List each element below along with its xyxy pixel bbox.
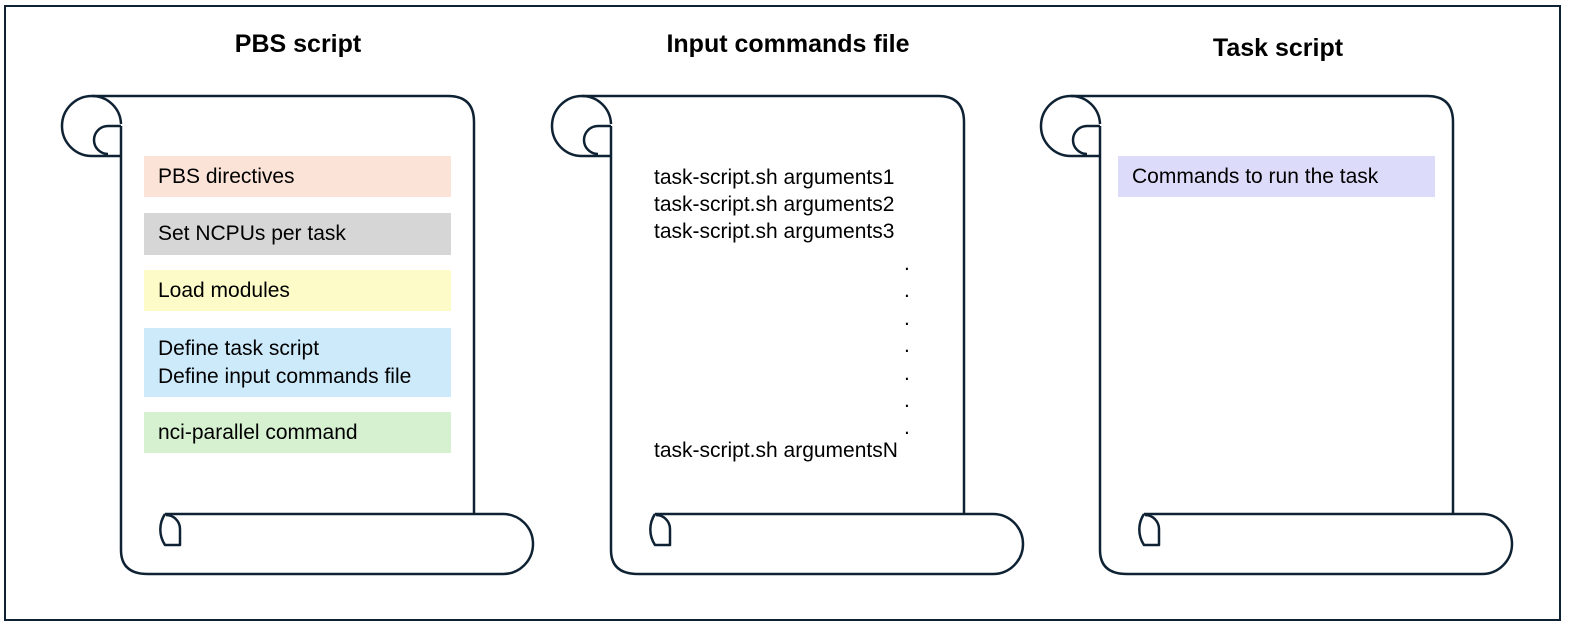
scroll-outline — [609, 126, 1025, 576]
input-line-last: task-script.sh argumentsN — [654, 439, 898, 462]
scroll-outline — [60, 94, 121, 158]
task-commands-label: Commands to run the task — [1132, 164, 1379, 188]
nci-parallel-box: nci-parallel command — [144, 412, 451, 453]
define-input-commands-label: Define input commands file — [158, 364, 412, 388]
ellipsis-dot: . — [904, 279, 910, 302]
scroll-outline — [550, 94, 611, 158]
outer-border — [4, 5, 1561, 621]
input-commands-file-title: Input commands file — [666, 30, 910, 58]
scroll-outline — [1070, 94, 1102, 125]
scroll-outline — [119, 126, 535, 576]
pbs-script-title: PBS script — [234, 30, 362, 58]
set-ncpus-box: Set NCPUs per task — [144, 213, 451, 255]
task-commands-box: Commands to run the task — [1118, 156, 1435, 197]
scroll-outline — [91, 94, 123, 125]
input-commands-scroll — [550, 94, 1025, 576]
load-modules-box: Load modules — [144, 270, 451, 311]
task-script-title: Task script — [1212, 34, 1344, 62]
nci-parallel-label: nci-parallel command — [158, 420, 358, 444]
pbs-directives-label: PBS directives — [158, 164, 295, 188]
input-line-1: task-script.sh arguments1 — [654, 166, 895, 189]
pbs-directives-box: PBS directives — [144, 156, 451, 197]
task-script-scroll — [1039, 94, 1514, 576]
ellipsis-dot: . — [904, 252, 910, 275]
scroll-outline — [1071, 94, 1455, 514]
set-ncpus-label: Set NCPUs per task — [158, 222, 346, 245]
scroll-outline — [649, 513, 672, 547]
ellipsis-dot: . — [904, 416, 910, 439]
ellipsis-dot: . — [904, 389, 910, 412]
scroll-outline — [581, 94, 613, 125]
scroll-outline — [92, 94, 476, 514]
input-line-3: task-script.sh arguments3 — [654, 220, 895, 243]
ellipsis-dot: . — [904, 362, 910, 385]
load-modules-label: Load modules — [158, 278, 290, 302]
input-line-2: task-script.sh arguments2 — [654, 193, 895, 216]
define-task-script-label: Define task script — [158, 336, 320, 360]
scroll-outline — [92, 124, 121, 156]
ellipsis-dot: . — [904, 334, 910, 357]
ellipsis-dot: . — [904, 307, 910, 330]
scroll-outline — [582, 124, 611, 156]
scroll-outline — [1071, 124, 1100, 156]
pbs-script-scroll — [60, 94, 535, 576]
scroll-outline — [1098, 126, 1514, 576]
scroll-outline — [159, 513, 182, 547]
scroll-outline — [1138, 513, 1161, 547]
define-scripts-box: Define task script Define input commands… — [144, 328, 451, 397]
scroll-outline — [582, 94, 966, 514]
scroll-outline — [1039, 94, 1100, 158]
